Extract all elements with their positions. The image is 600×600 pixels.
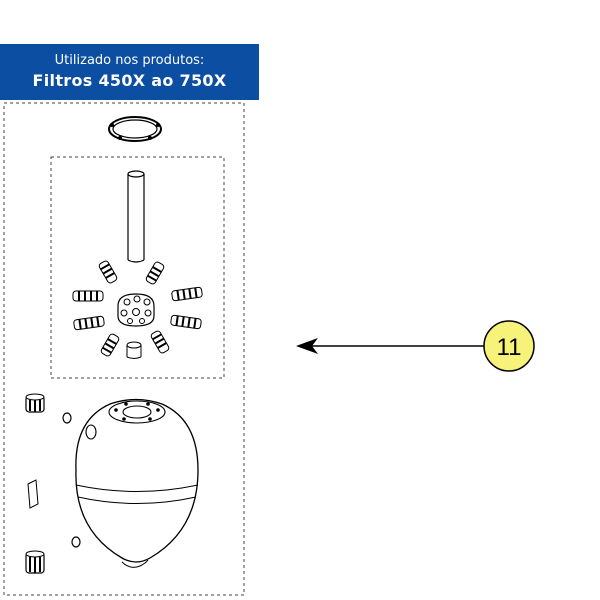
center-pipe	[127, 170, 145, 263]
lateral-assembly-frame	[50, 156, 225, 379]
callout-arrow	[296, 338, 484, 354]
lid-oring	[108, 116, 162, 142]
small-oring-top	[62, 412, 72, 424]
lateral-top-right	[145, 261, 165, 285]
lateral-left-upper	[72, 290, 104, 302]
pipe-coupling	[126, 341, 142, 359]
callout-badge	[483, 320, 535, 372]
lateral-top-left	[98, 260, 118, 284]
small-oring-bottom	[71, 536, 81, 548]
lateral-hub	[117, 293, 155, 327]
callout-number: 11	[497, 334, 522, 361]
lateral-right-lower	[170, 314, 202, 330]
outer-dashed-frame	[3, 102, 245, 596]
lateral-bottom-left	[100, 333, 120, 357]
header-product-range: Filtros 450X ao 750X	[32, 71, 227, 90]
product-header: Utilizado nos produtos: Filtros 450X ao …	[0, 44, 259, 100]
filter-tank	[75, 398, 199, 568]
lateral-left-lower	[73, 315, 105, 331]
drain-cap-bottom	[25, 550, 45, 574]
header-caption: Utilizado nos produtos:	[54, 53, 205, 68]
lateral-bottom-right	[150, 330, 170, 354]
drain-cap-top	[25, 393, 45, 413]
gasket-strip	[27, 479, 39, 509]
lateral-right-upper	[171, 286, 203, 302]
